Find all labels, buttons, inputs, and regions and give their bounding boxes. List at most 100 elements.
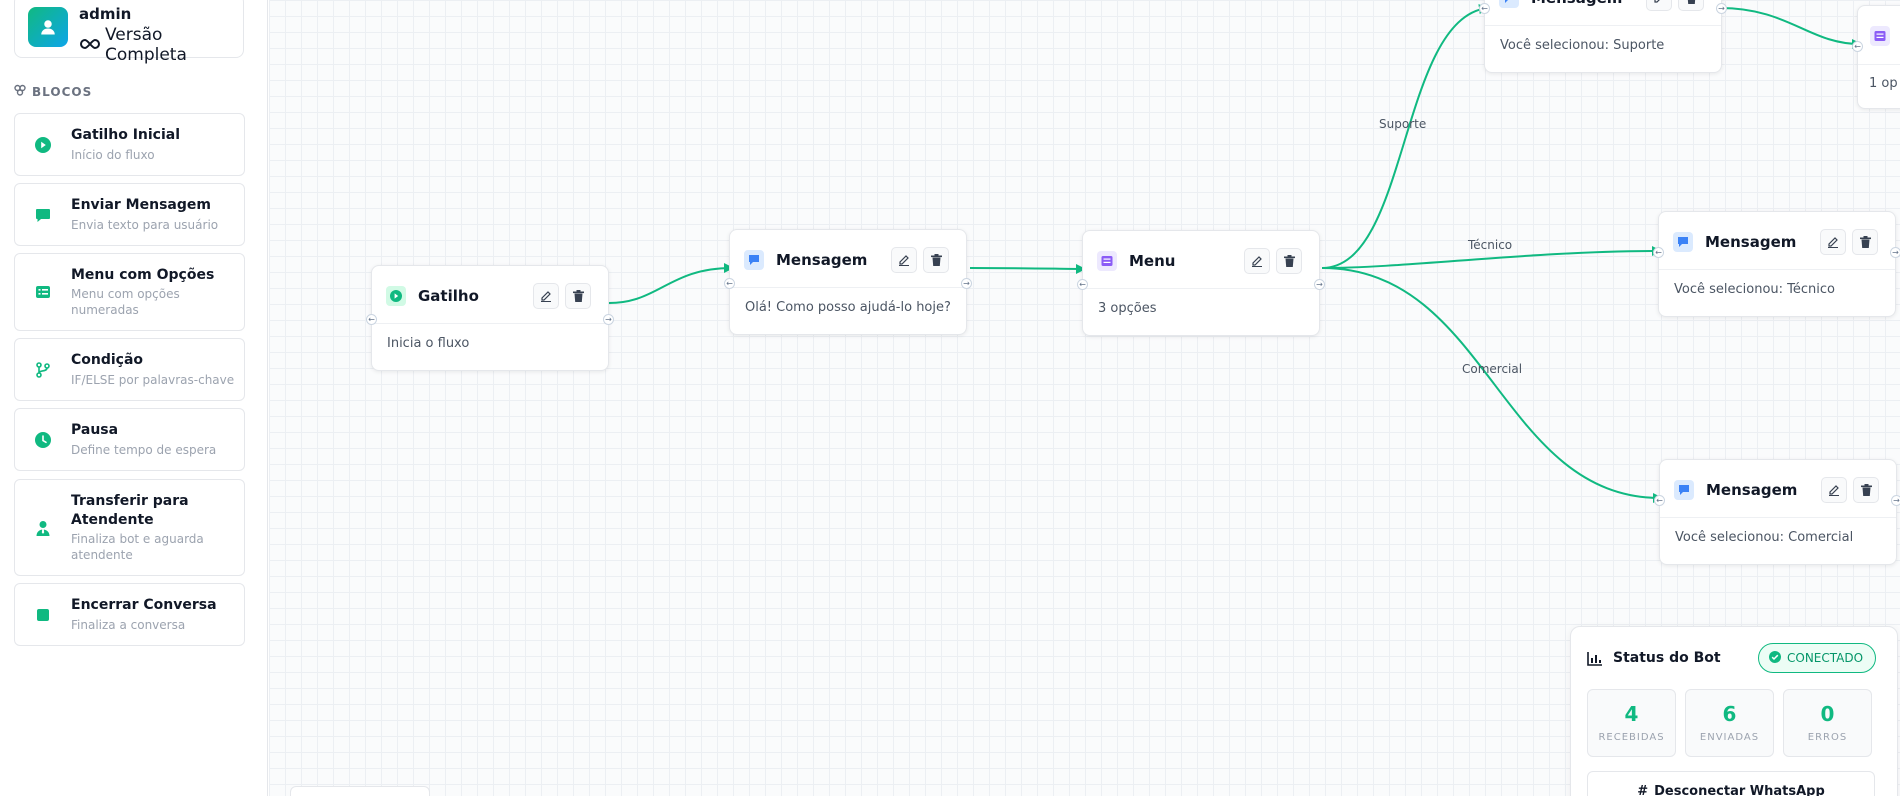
trash-icon xyxy=(1860,484,1872,496)
edit-button[interactable] xyxy=(1820,229,1846,255)
shapes-icon xyxy=(14,84,26,99)
delete-button[interactable] xyxy=(1852,229,1878,255)
check-circle-icon xyxy=(1769,650,1781,666)
stat-label: ERROS xyxy=(1807,732,1848,743)
node-header: Gatilho xyxy=(372,266,608,324)
edge-label-comercial: Comercial xyxy=(1462,362,1523,376)
disconnect-label: Desconectar WhatsApp xyxy=(1654,783,1825,796)
delete-button[interactable] xyxy=(565,283,591,309)
input-port[interactable]: ← xyxy=(724,278,735,289)
trash-icon xyxy=(572,290,584,302)
node-mensagem-tecnico[interactable]: Mensagem Você selecionou: Técnico ← → xyxy=(1653,211,1900,317)
node-body: 1 op xyxy=(1869,76,1898,91)
node-gatilho[interactable]: Gatilho Inicia o fluxo ← → xyxy=(366,265,614,371)
output-port[interactable]: → xyxy=(603,314,614,325)
block-title: Enviar Mensagem xyxy=(71,197,211,213)
output-port[interactable]: → xyxy=(1891,495,1900,506)
node-body: 3 opções xyxy=(1098,301,1157,316)
block-condicao[interactable]: Condição IF/ELSE por palavras-chave xyxy=(14,338,245,401)
edit-button[interactable] xyxy=(533,283,559,309)
trash-icon xyxy=(930,254,942,266)
block-transferir-atendente[interactable]: Transferir para Atendente Finaliza bot e… xyxy=(14,479,245,576)
node-title: Mensagem xyxy=(776,251,868,269)
block-description: Define tempo de espera xyxy=(71,443,217,457)
edit-button[interactable] xyxy=(891,247,917,273)
node-body: Você selecionou: Técnico xyxy=(1674,282,1835,297)
node-header: Menu xyxy=(1083,231,1319,289)
node-menu[interactable]: Menu 3 opções ← → xyxy=(1077,230,1325,336)
blocks-section-title: BLOCOS xyxy=(14,84,92,99)
node-title: Menu xyxy=(1129,252,1176,270)
edit-icon xyxy=(1828,237,1838,248)
node-mensagem-1[interactable]: Mensagem Olá! Como posso ajudá-lo hoje? … xyxy=(724,229,972,335)
play-circle-icon xyxy=(34,136,52,154)
trash-icon xyxy=(1687,0,1695,4)
edge-menu-comercial xyxy=(1321,267,1663,503)
stat-label: ENVIADAS xyxy=(1699,732,1760,743)
node-title: Mensagem xyxy=(1706,481,1798,499)
block-encerrar-conversa[interactable]: Encerrar Conversa Finaliza a conversa xyxy=(14,583,245,646)
edit-icon xyxy=(1829,485,1839,496)
node-body: Você selecionou: Suporte xyxy=(1500,38,1665,53)
disconnect-whatsapp-button[interactable]: # Desconectar WhatsApp xyxy=(1587,771,1875,796)
edit-icon xyxy=(899,255,909,266)
bot-status-title: Status do Bot xyxy=(1613,650,1721,666)
status-badge: CONECTADO xyxy=(1758,643,1877,673)
node-title: Mensagem xyxy=(1705,233,1797,251)
node-header: Mensagem xyxy=(1485,0,1721,26)
edit-button[interactable] xyxy=(1244,248,1270,274)
block-menu-opcoes[interactable]: Menu com Opções Menu com opções numerada… xyxy=(14,253,245,331)
status-badge-label: CONECTADO xyxy=(1787,651,1864,665)
delete-button[interactable] xyxy=(923,247,949,273)
block-enviar-mensagem[interactable]: Enviar Mensagem Envia texto para usuário xyxy=(14,183,245,246)
node-header: Mensagem xyxy=(1660,460,1896,518)
edit-icon xyxy=(1654,0,1660,3)
input-port[interactable]: ← xyxy=(1852,41,1863,52)
edit-icon xyxy=(541,291,551,302)
delete-button[interactable] xyxy=(1853,477,1879,503)
input-port[interactable]: ← xyxy=(1479,3,1490,14)
edge-msg1-menu xyxy=(969,263,1086,274)
user-avatar-icon xyxy=(28,7,68,47)
node-mensagem-suporte[interactable]: Mensagem Você selecionou: Suporte ← → xyxy=(1479,0,1727,73)
input-port[interactable]: ← xyxy=(1654,495,1665,506)
edit-icon xyxy=(1252,256,1262,267)
message-icon xyxy=(1499,0,1519,8)
user-card[interactable]: admin Versão Completa xyxy=(14,0,244,65)
list-icon xyxy=(1097,251,1117,271)
block-gatilho-inicial[interactable]: Gatilho Inicial Início do fluxo xyxy=(14,113,245,176)
stat-received: 4 RECEBIDAS xyxy=(1587,689,1676,757)
edit-button[interactable] xyxy=(1821,477,1847,503)
node-header: Mensagem xyxy=(730,230,966,288)
user-plan: Versão Completa xyxy=(79,25,243,65)
block-description: Início do fluxo xyxy=(71,148,155,162)
input-port[interactable]: ← xyxy=(1077,279,1088,290)
bot-status-panel: Status do Bot CONECTADO 4 RECEBIDAS 6 EN… xyxy=(1570,626,1898,796)
input-port[interactable]: ← xyxy=(1653,247,1664,258)
output-port[interactable]: → xyxy=(1890,247,1900,258)
node-mensagem-comercial[interactable]: Mensagem Você selecionou: Comercial ← → xyxy=(1654,459,1900,565)
edit-button[interactable] xyxy=(1646,0,1672,11)
message-icon xyxy=(34,206,52,224)
output-port[interactable]: → xyxy=(961,278,972,289)
delete-button[interactable] xyxy=(1276,248,1302,274)
block-description: IF/ELSE por palavras-chave xyxy=(71,373,235,387)
node-menu-2[interactable]: 1 op ← xyxy=(1852,5,1900,109)
output-port[interactable]: → xyxy=(1314,279,1325,290)
node-body: Inicia o fluxo xyxy=(387,336,470,351)
node-body: Você selecionou: Comercial xyxy=(1675,530,1854,545)
play-circle-icon xyxy=(386,286,406,306)
stat-label: RECEBIDAS xyxy=(1598,732,1665,743)
edge-gatilho-msg1 xyxy=(608,263,734,304)
output-port[interactable]: → xyxy=(1716,3,1727,14)
zoom-controls[interactable] xyxy=(290,786,430,796)
block-pausa[interactable]: Pausa Define tempo de espera xyxy=(14,408,245,471)
input-port[interactable]: ← xyxy=(366,314,377,325)
node-title: Mensagem xyxy=(1531,0,1622,8)
delete-button[interactable] xyxy=(1678,0,1704,11)
edge-suporte-menu2 xyxy=(1719,7,1862,49)
block-description: Menu com opções numeradas xyxy=(71,287,180,317)
edge-label-suporte: Suporte xyxy=(1379,117,1427,131)
message-icon xyxy=(1673,232,1693,252)
message-icon xyxy=(744,250,764,270)
